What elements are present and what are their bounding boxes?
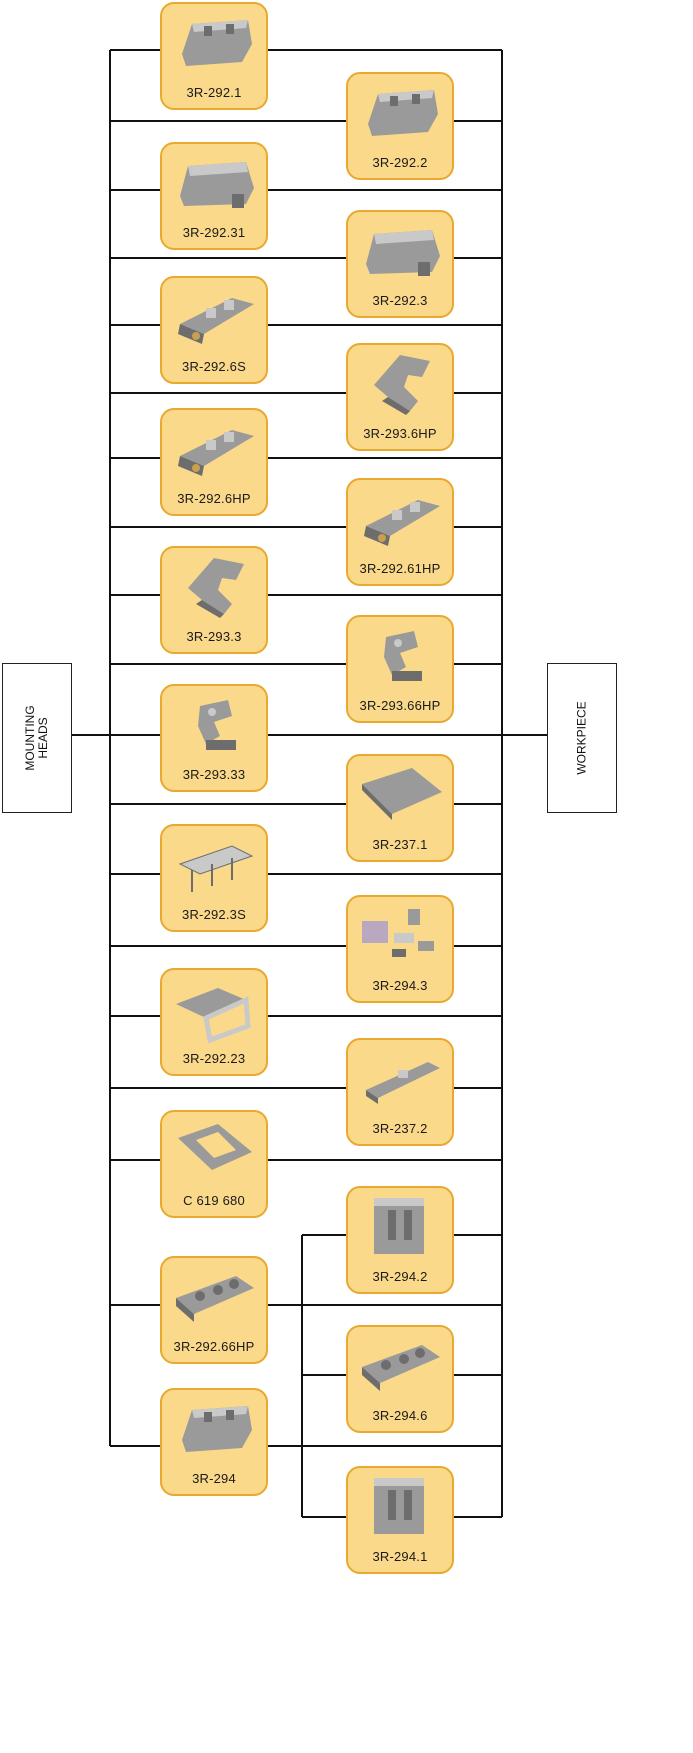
part-card[interactable]: 3R-292.23 (160, 968, 268, 1076)
vise-clamp-icon (162, 410, 266, 488)
part-card[interactable]: 3R-292.31 (160, 142, 268, 250)
block-vise-icon (348, 1188, 452, 1266)
hook-clamp-icon (348, 617, 452, 695)
fork-holder-icon (348, 345, 452, 423)
part-card[interactable]: 3R-292.61HP (346, 478, 454, 586)
part-code-label: 3R-292.6HP (162, 491, 266, 506)
pallet-clamp-icon (348, 74, 452, 152)
part-code-label: 3R-292.6S (162, 359, 266, 374)
part-code-label: 3R-294.1 (348, 1549, 452, 1564)
part-code-label: 3R-292.23 (162, 1051, 266, 1066)
part-card[interactable]: C 619 680 (160, 1110, 268, 1218)
clamp-block-icon (348, 212, 452, 290)
part-card[interactable]: 3R-292.6HP (160, 408, 268, 516)
fork-holder-icon (162, 548, 266, 626)
part-code-label: 3R-293.3 (162, 629, 266, 644)
parts-kit-icon (348, 897, 452, 975)
part-code-label: 3R-292.3 (348, 293, 452, 308)
part-card[interactable]: 3R-293.3 (160, 546, 268, 654)
part-card[interactable]: 3R-293.6HP (346, 343, 454, 451)
part-code-label: 3R-294 (162, 1471, 266, 1486)
part-card[interactable]: 3R-294.2 (346, 1186, 454, 1294)
rod-frame-icon (162, 826, 266, 904)
part-card[interactable]: 3R-292.1 (160, 2, 268, 110)
vise-clamp-icon (348, 480, 452, 558)
part-card[interactable]: 3R-292.66HP (160, 1256, 268, 1364)
part-code-label: 3R-293.33 (162, 767, 266, 782)
part-card[interactable]: 3R-237.2 (346, 1038, 454, 1146)
part-card[interactable]: 3R-293.33 (160, 684, 268, 792)
part-card[interactable]: 3R-293.66HP (346, 615, 454, 723)
mounting-heads-label: MOUNTING HEADS (24, 705, 50, 770)
part-code-label: 3R-294.6 (348, 1408, 452, 1423)
multi-chuck-icon (348, 1327, 452, 1405)
part-card[interactable]: 3R-237.1 (346, 754, 454, 862)
frame-holder-icon (162, 970, 266, 1048)
part-code-label: 3R-292.1 (162, 85, 266, 100)
square-frame-icon (162, 1112, 266, 1190)
part-code-label: C 619 680 (162, 1193, 266, 1208)
part-card[interactable]: 3R-294.1 (346, 1466, 454, 1574)
pallet-clamp-icon (162, 1390, 266, 1468)
part-code-label: 3R-292.66HP (162, 1339, 266, 1354)
part-card[interactable]: 3R-292.3S (160, 824, 268, 932)
workpiece-box: WORKPIECE (547, 663, 617, 813)
part-code-label: 3R-237.2 (348, 1121, 452, 1136)
clamp-block-icon (162, 144, 266, 222)
bar-profile-icon (348, 1040, 452, 1118)
part-code-label: 3R-237.1 (348, 837, 452, 852)
block-vise-icon (348, 1468, 452, 1546)
part-card[interactable]: 3R-294.6 (346, 1325, 454, 1433)
part-code-label: 3R-294.3 (348, 978, 452, 993)
part-card[interactable]: 3R-292.3 (346, 210, 454, 318)
part-code-label: 3R-292.31 (162, 225, 266, 240)
part-code-label: 3R-292.61HP (348, 561, 452, 576)
part-card[interactable]: 3R-292.2 (346, 72, 454, 180)
part-code-label: 3R-293.66HP (348, 698, 452, 713)
part-card[interactable]: 3R-294 (160, 1388, 268, 1496)
part-card[interactable]: 3R-294.3 (346, 895, 454, 1003)
hook-clamp-icon (162, 686, 266, 764)
vise-clamp-icon (162, 278, 266, 356)
workpiece-label: WORKPIECE (576, 701, 589, 774)
flat-plate-icon (348, 756, 452, 834)
pallet-clamp-icon (162, 4, 266, 82)
part-code-label: 3R-294.2 (348, 1269, 452, 1284)
multi-chuck-icon (162, 1258, 266, 1336)
part-code-label: 3R-292.3S (162, 907, 266, 922)
part-code-label: 3R-292.2 (348, 155, 452, 170)
part-code-label: 3R-293.6HP (348, 426, 452, 441)
part-card[interactable]: 3R-292.6S (160, 276, 268, 384)
mounting-heads-box: MOUNTING HEADS (2, 663, 72, 813)
